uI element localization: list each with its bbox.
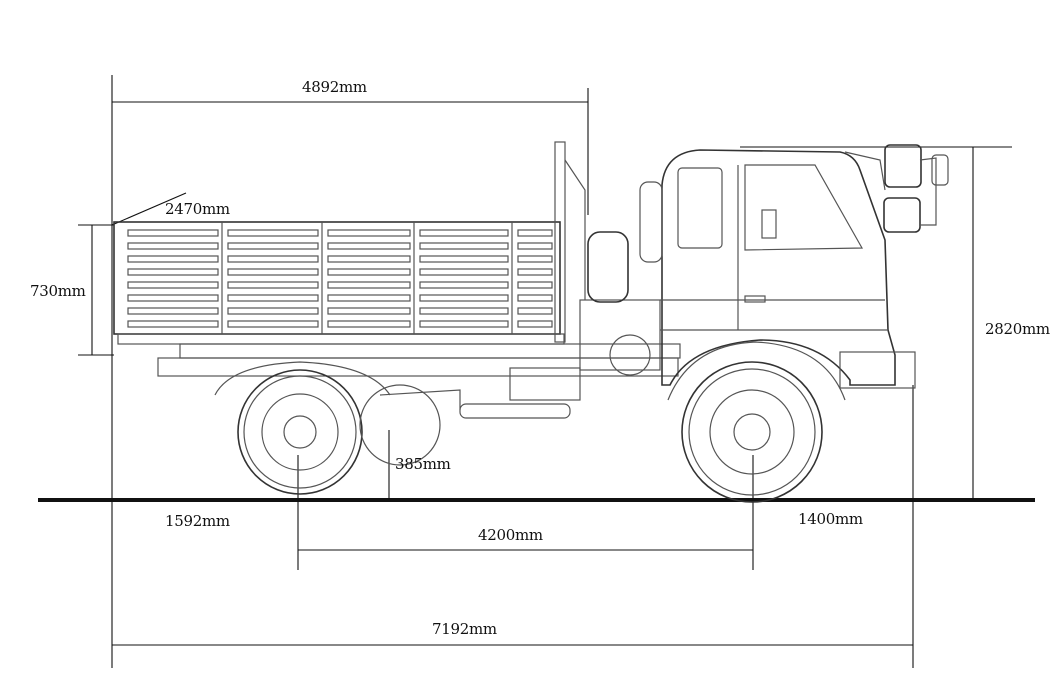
wheelbase-label: 4200mm [478, 526, 543, 544]
bed-slat [127, 255, 219, 263]
bed-slat [419, 307, 509, 315]
dimension-lines [78, 75, 1012, 668]
overall-height-label: 2820mm [985, 320, 1050, 338]
bed-slat [227, 294, 319, 302]
bed-slat [517, 307, 553, 315]
cargo-width-label: 2470mm [165, 200, 230, 218]
chassis [157, 299, 681, 419]
bed-slat [517, 229, 553, 237]
bed-slat [517, 255, 553, 263]
bed-slat [127, 307, 219, 315]
bed-slat [419, 268, 509, 276]
ground-clearance-label: 385mm [395, 455, 451, 473]
bed-slat [419, 294, 509, 302]
bed-slat [227, 229, 319, 237]
cargo-length-label: 4892mm [302, 78, 367, 96]
rear-wheel [214, 361, 441, 495]
bed-slat [227, 320, 319, 328]
bed-slat [517, 268, 553, 276]
cargo-bed [113, 141, 586, 345]
bed-slat [327, 281, 411, 289]
bed-slat [227, 307, 319, 315]
front-overhang-label: 1400mm [798, 510, 863, 528]
bed-slat [327, 229, 411, 237]
cab [639, 144, 949, 389]
bed-slat [127, 229, 219, 237]
bed-slat [227, 255, 319, 263]
bed-slat [327, 268, 411, 276]
bed-slat [517, 294, 553, 302]
bed-slat [227, 281, 319, 289]
bed-slat [127, 281, 219, 289]
bed-slat [127, 242, 219, 250]
front-wheel [667, 341, 846, 503]
bed-slat [419, 255, 509, 263]
bed-slat [419, 281, 509, 289]
bed-slat [227, 242, 319, 250]
bed-slat [419, 229, 509, 237]
overall-length-label: 7192mm [432, 620, 497, 638]
bed-slat [127, 294, 219, 302]
side-board-height-label: 730mm [30, 282, 86, 300]
rear-overhang-label: 1592mm [165, 512, 230, 530]
spare-wheel [587, 231, 629, 303]
bed-slat [517, 242, 553, 250]
bed-slat [517, 281, 553, 289]
bed-slat [419, 320, 509, 328]
bed-slat [227, 268, 319, 276]
bed-slat [517, 320, 553, 328]
bed-slat [127, 320, 219, 328]
bed-slat [327, 255, 411, 263]
bed-slat [327, 242, 411, 250]
bed-slat [327, 294, 411, 302]
bed-slat [127, 268, 219, 276]
bed-slat [327, 320, 411, 328]
bed-slat [327, 307, 411, 315]
bed-slat [419, 242, 509, 250]
